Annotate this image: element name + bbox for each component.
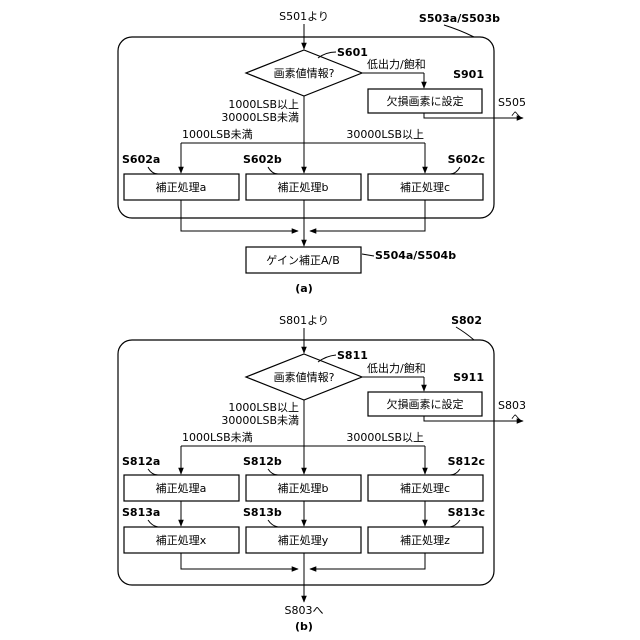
correction-text-c: 補正処理c	[400, 181, 450, 194]
process-id-b: S602b	[243, 153, 282, 166]
second-correction-text-a: 補正処理x	[156, 534, 207, 547]
process-id-b: S812b	[243, 455, 282, 468]
to-next-arrow	[424, 113, 523, 118]
merge-arrow-right	[310, 553, 425, 569]
decision-text: 画素値情報?	[274, 371, 335, 384]
caption-b: (b)	[295, 620, 313, 633]
correction-text-a: 補正処理a	[156, 181, 207, 194]
entry-label: S801より	[279, 314, 329, 327]
correction-text-b: 補正処理b	[278, 482, 329, 495]
correction-text-a: 補正処理a	[156, 482, 207, 495]
correction-text-b: 補正処理b	[278, 181, 329, 194]
above-range-label: 30000LSB以上	[346, 128, 424, 141]
below-range-label: 1000LSB未満	[182, 128, 253, 141]
low-output-label: 低出力/飽和	[367, 57, 426, 71]
process-id-b-leader	[268, 469, 278, 475]
to-next-suffix: へ	[511, 110, 521, 121]
correction-text-c: 補正処理c	[400, 482, 450, 495]
to-next-suffix: へ	[511, 413, 521, 424]
gain-correction-id: S504a/S504b	[375, 249, 456, 262]
exit-label: S803へ	[285, 604, 324, 617]
region-tag: S503a/S503b	[419, 12, 500, 25]
process-id-a: S602a	[122, 153, 160, 166]
to-next-step: S505	[498, 96, 526, 109]
second-process-id-a-leader	[148, 520, 158, 527]
mid-range-label-1: 1000LSB以上	[228, 401, 299, 414]
region-tag-leader	[444, 25, 474, 37]
process-id-c: S812c	[448, 455, 485, 468]
decision-text: 画素値情報?	[274, 67, 335, 80]
low-output-label: 低出力/飽和	[367, 361, 426, 375]
region-tag-leader	[456, 327, 474, 340]
second-process-id-c: S813c	[448, 506, 485, 519]
process-id-a-leader	[148, 167, 158, 174]
defect-pixel-text: 欠損画素に設定	[387, 94, 464, 108]
second-process-id-b-leader	[268, 520, 278, 527]
diagram-a: S501より S503a/S503b 画素値情報? S601 低出力/飽和 欠損…	[118, 10, 526, 295]
gain-id-leader	[362, 254, 374, 256]
region-tag: S802	[451, 314, 482, 327]
merge-arrow-right	[310, 200, 425, 231]
process-id-c-leader	[450, 167, 460, 174]
second-process-id-a: S813a	[122, 506, 160, 519]
mid-range-label-2: 30000LSB未満	[221, 111, 299, 124]
second-process-id-b: S813b	[243, 506, 282, 519]
mid-range-label-1: 1000LSB以上	[228, 98, 299, 111]
process-id-a: S812a	[122, 455, 160, 468]
to-next-step: S803	[498, 399, 526, 412]
to-next-arrow	[424, 416, 523, 421]
second-process-id-c-leader	[450, 520, 460, 527]
process-id-a-leader	[148, 469, 158, 475]
process-id-c: S602c	[448, 153, 485, 166]
defect-pixel-id: S901	[453, 68, 484, 81]
defect-pixel-text: 欠損画素に設定	[387, 397, 464, 411]
process-id-c-leader	[450, 469, 460, 475]
diagram-b: S801より S802 画素値情報? S811 低出力/飽和 欠損画素に設定 S…	[118, 314, 526, 633]
caption-a: (a)	[295, 282, 312, 295]
defect-pixel-id: S911	[453, 371, 484, 384]
mid-range-label-2: 30000LSB未満	[221, 414, 299, 427]
merge-arrow-left	[181, 200, 298, 231]
merge-arrow-left	[181, 553, 298, 569]
process-id-b-leader	[268, 167, 278, 174]
below-range-label: 1000LSB未満	[182, 431, 253, 444]
gain-correction-text: ゲイン補正A/B	[266, 254, 340, 267]
decision-id: S601	[337, 46, 368, 59]
above-range-label: 30000LSB以上	[346, 431, 424, 444]
entry-label: S501より	[279, 10, 329, 23]
second-correction-text-b: 補正処理y	[278, 534, 329, 547]
second-correction-text-c: 補正処理z	[400, 534, 450, 547]
decision-id: S811	[337, 349, 368, 362]
